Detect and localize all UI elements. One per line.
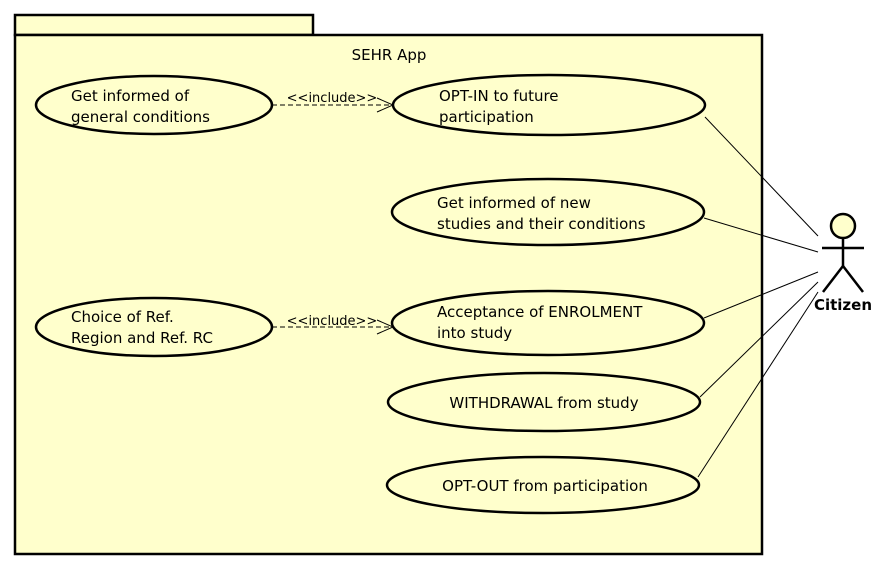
associations [697, 116, 819, 478]
use-case-withdrawal: WITHDRAWAL from study [386, 371, 702, 433]
use-case-line-1: Get informed of [71, 87, 190, 105]
package-title: SEHR App [352, 46, 427, 64]
use-case-line-2: Region and Ref. RC [71, 329, 213, 347]
actor-right-leg [842, 265, 864, 293]
association-withdrawal [699, 281, 819, 398]
association-opt-out [697, 291, 819, 478]
use-case-line-2: participation [439, 108, 534, 126]
actor-label: Citizen [814, 296, 872, 314]
use-case-line-1: Get informed of new [437, 194, 591, 212]
association-acceptance-enrolment [703, 271, 819, 319]
use-case-line-1: WITHDRAWAL from study [449, 394, 638, 412]
use-case-line-1: Acceptance of ENROLMENT [437, 303, 643, 321]
actor-head [829, 212, 857, 240]
use-case-line-2: general conditions [71, 108, 210, 126]
include-label: <<include>> [287, 91, 378, 106]
use-case-get-informed-general: Get informed of general conditions [34, 74, 274, 136]
association-opt-in [704, 116, 819, 237]
use-case-line-2: studies and their conditions [437, 215, 646, 233]
use-case-opt-out: OPT-OUT from participation [385, 455, 701, 515]
actor-left-leg [822, 265, 844, 293]
association-get-informed-new-studies [703, 217, 819, 253]
use-case-line-1: OPT-OUT from participation [442, 477, 648, 495]
use-case-line-1: OPT-IN to future [439, 87, 559, 105]
use-case-acceptance-enrolment: Acceptance of ENROLMENT into study [390, 289, 706, 357]
use-case-get-informed-new-studies: Get informed of new studies and their co… [390, 177, 706, 247]
use-case-opt-in: OPT-IN to future participation [391, 73, 707, 137]
use-case-choice-region: Choice of Ref. Region and Ref. RC [34, 296, 274, 358]
include-relationship-2: <<include>> [272, 314, 395, 335]
actor-citizen: Citizen [814, 212, 872, 314]
package-tab [13, 13, 315, 37]
use-case-line-1: Choice of Ref. [71, 308, 174, 326]
use-case-line-2: into study [437, 324, 512, 342]
include-label: <<include>> [287, 314, 378, 329]
